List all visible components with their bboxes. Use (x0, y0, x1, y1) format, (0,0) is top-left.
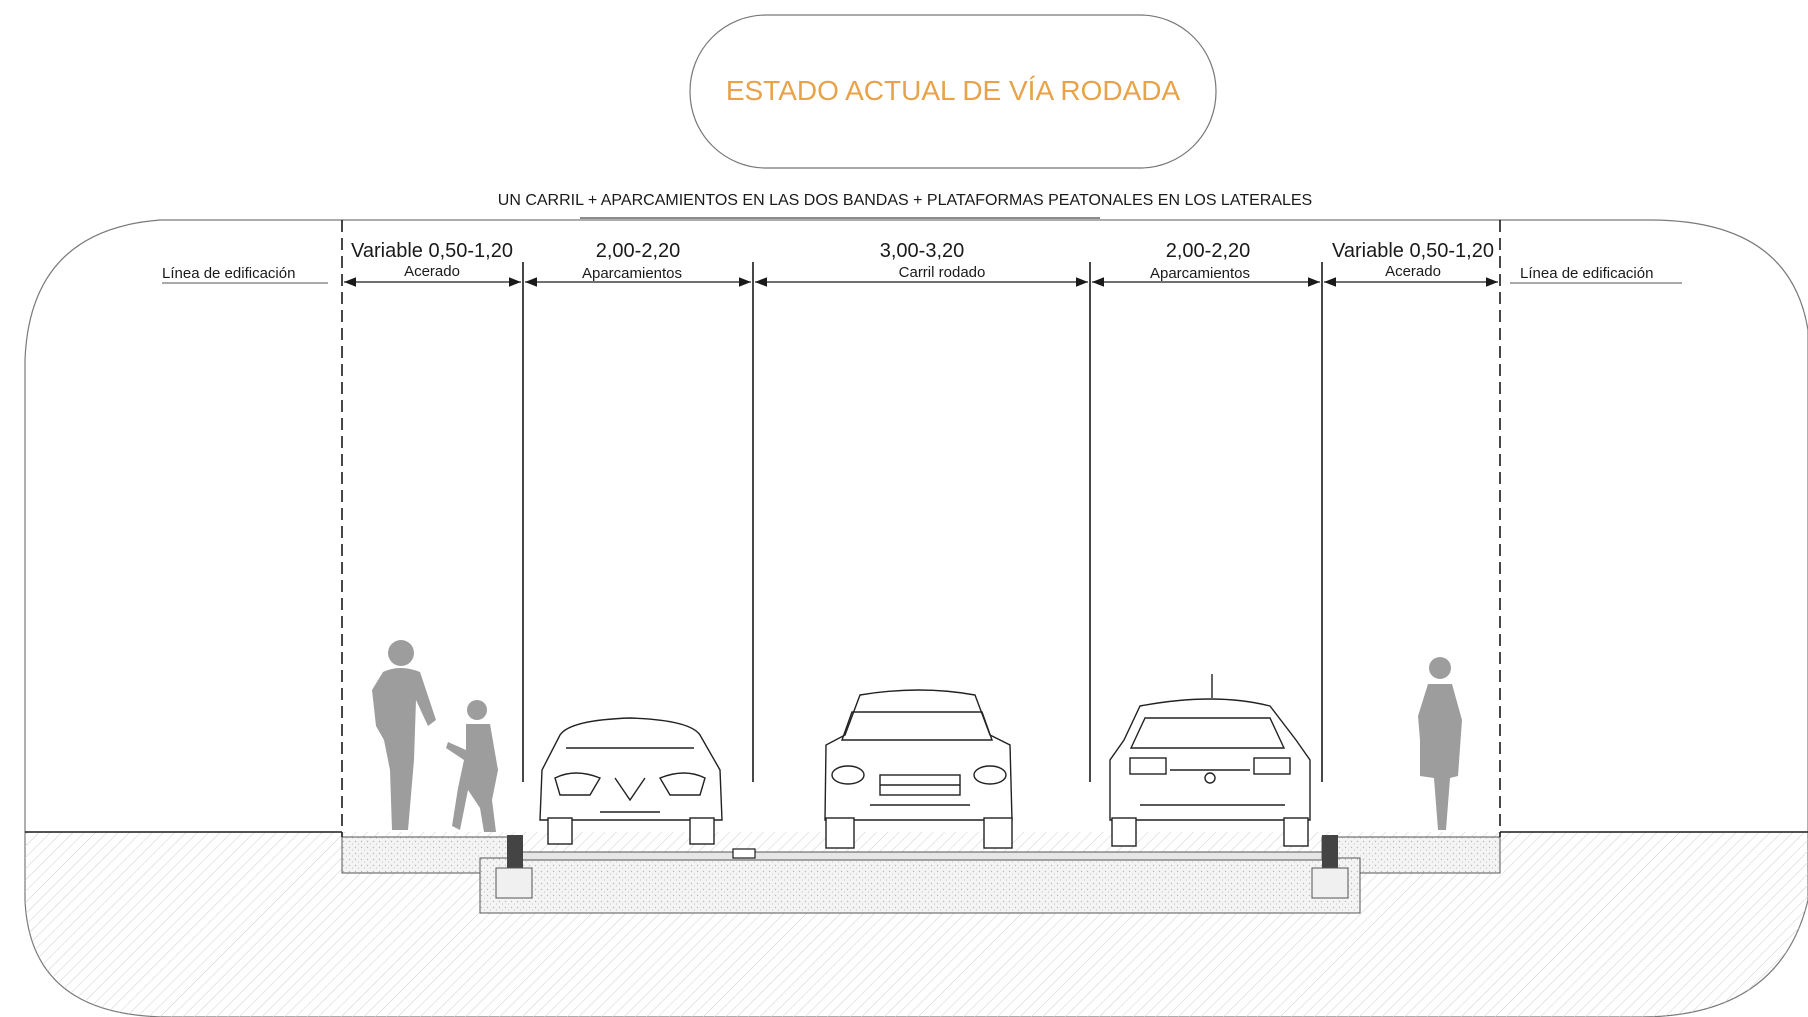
section-subtitle: UN CARRIL + APARCAMIENTOS EN LAS DOS BAN… (498, 192, 1312, 209)
segment-1: Variable 0,50-1,20 Acerado (351, 240, 513, 280)
section-frame (24, 219, 1808, 1017)
segment-dimension: 2,00-2,20 (596, 240, 681, 262)
car-in-lane-icon (824, 689, 1013, 849)
segment-dimension: 2,00-2,20 (1166, 240, 1251, 262)
segment-label: Aparcamientos (582, 265, 682, 282)
curb-foundation-left (495, 867, 533, 899)
parked-car-left-icon (539, 717, 723, 845)
segment-label: Acerado (1385, 263, 1441, 280)
segment-label: Carril rodado (899, 264, 986, 281)
building-line-label-left: Línea de edificación (162, 265, 295, 282)
segment-label: Aparcamientos (1150, 265, 1250, 282)
building-line-label-right: Línea de edificación (1520, 265, 1653, 282)
segment-5: Variable 0,50-1,20 Acerado (1332, 240, 1494, 280)
curb-foundation-right (1311, 867, 1349, 899)
segment-dimension: Variable 0,50-1,20 (1332, 240, 1494, 262)
curb-left (507, 835, 523, 870)
road-base (479, 857, 1361, 914)
curb-right (1322, 835, 1338, 870)
segment-2: 2,00-2,20 Aparcamientos (582, 240, 682, 282)
page-title: ESTADO ACTUAL DE VÍA RODADA (726, 75, 1181, 106)
pedestrian-child-icon (446, 700, 498, 832)
segment-4: 2,00-2,20 Aparcamientos (1150, 240, 1250, 282)
road-surface (516, 851, 1323, 861)
ground-fill (25, 832, 1808, 1017)
segment-dimension: Variable 0,50-1,20 (351, 240, 513, 262)
pedestrian-woman-icon (1418, 657, 1462, 830)
pedestrian-adult-icon (372, 640, 436, 830)
title-bubble (689, 14, 1217, 169)
drain-grate (732, 848, 756, 859)
segment-dimension: 3,00-3,20 (880, 240, 965, 262)
segment-label: Acerado (404, 263, 460, 280)
parked-car-right-icon (1109, 674, 1311, 847)
segment-3: 3,00-3,20 Carril rodado (880, 240, 986, 281)
